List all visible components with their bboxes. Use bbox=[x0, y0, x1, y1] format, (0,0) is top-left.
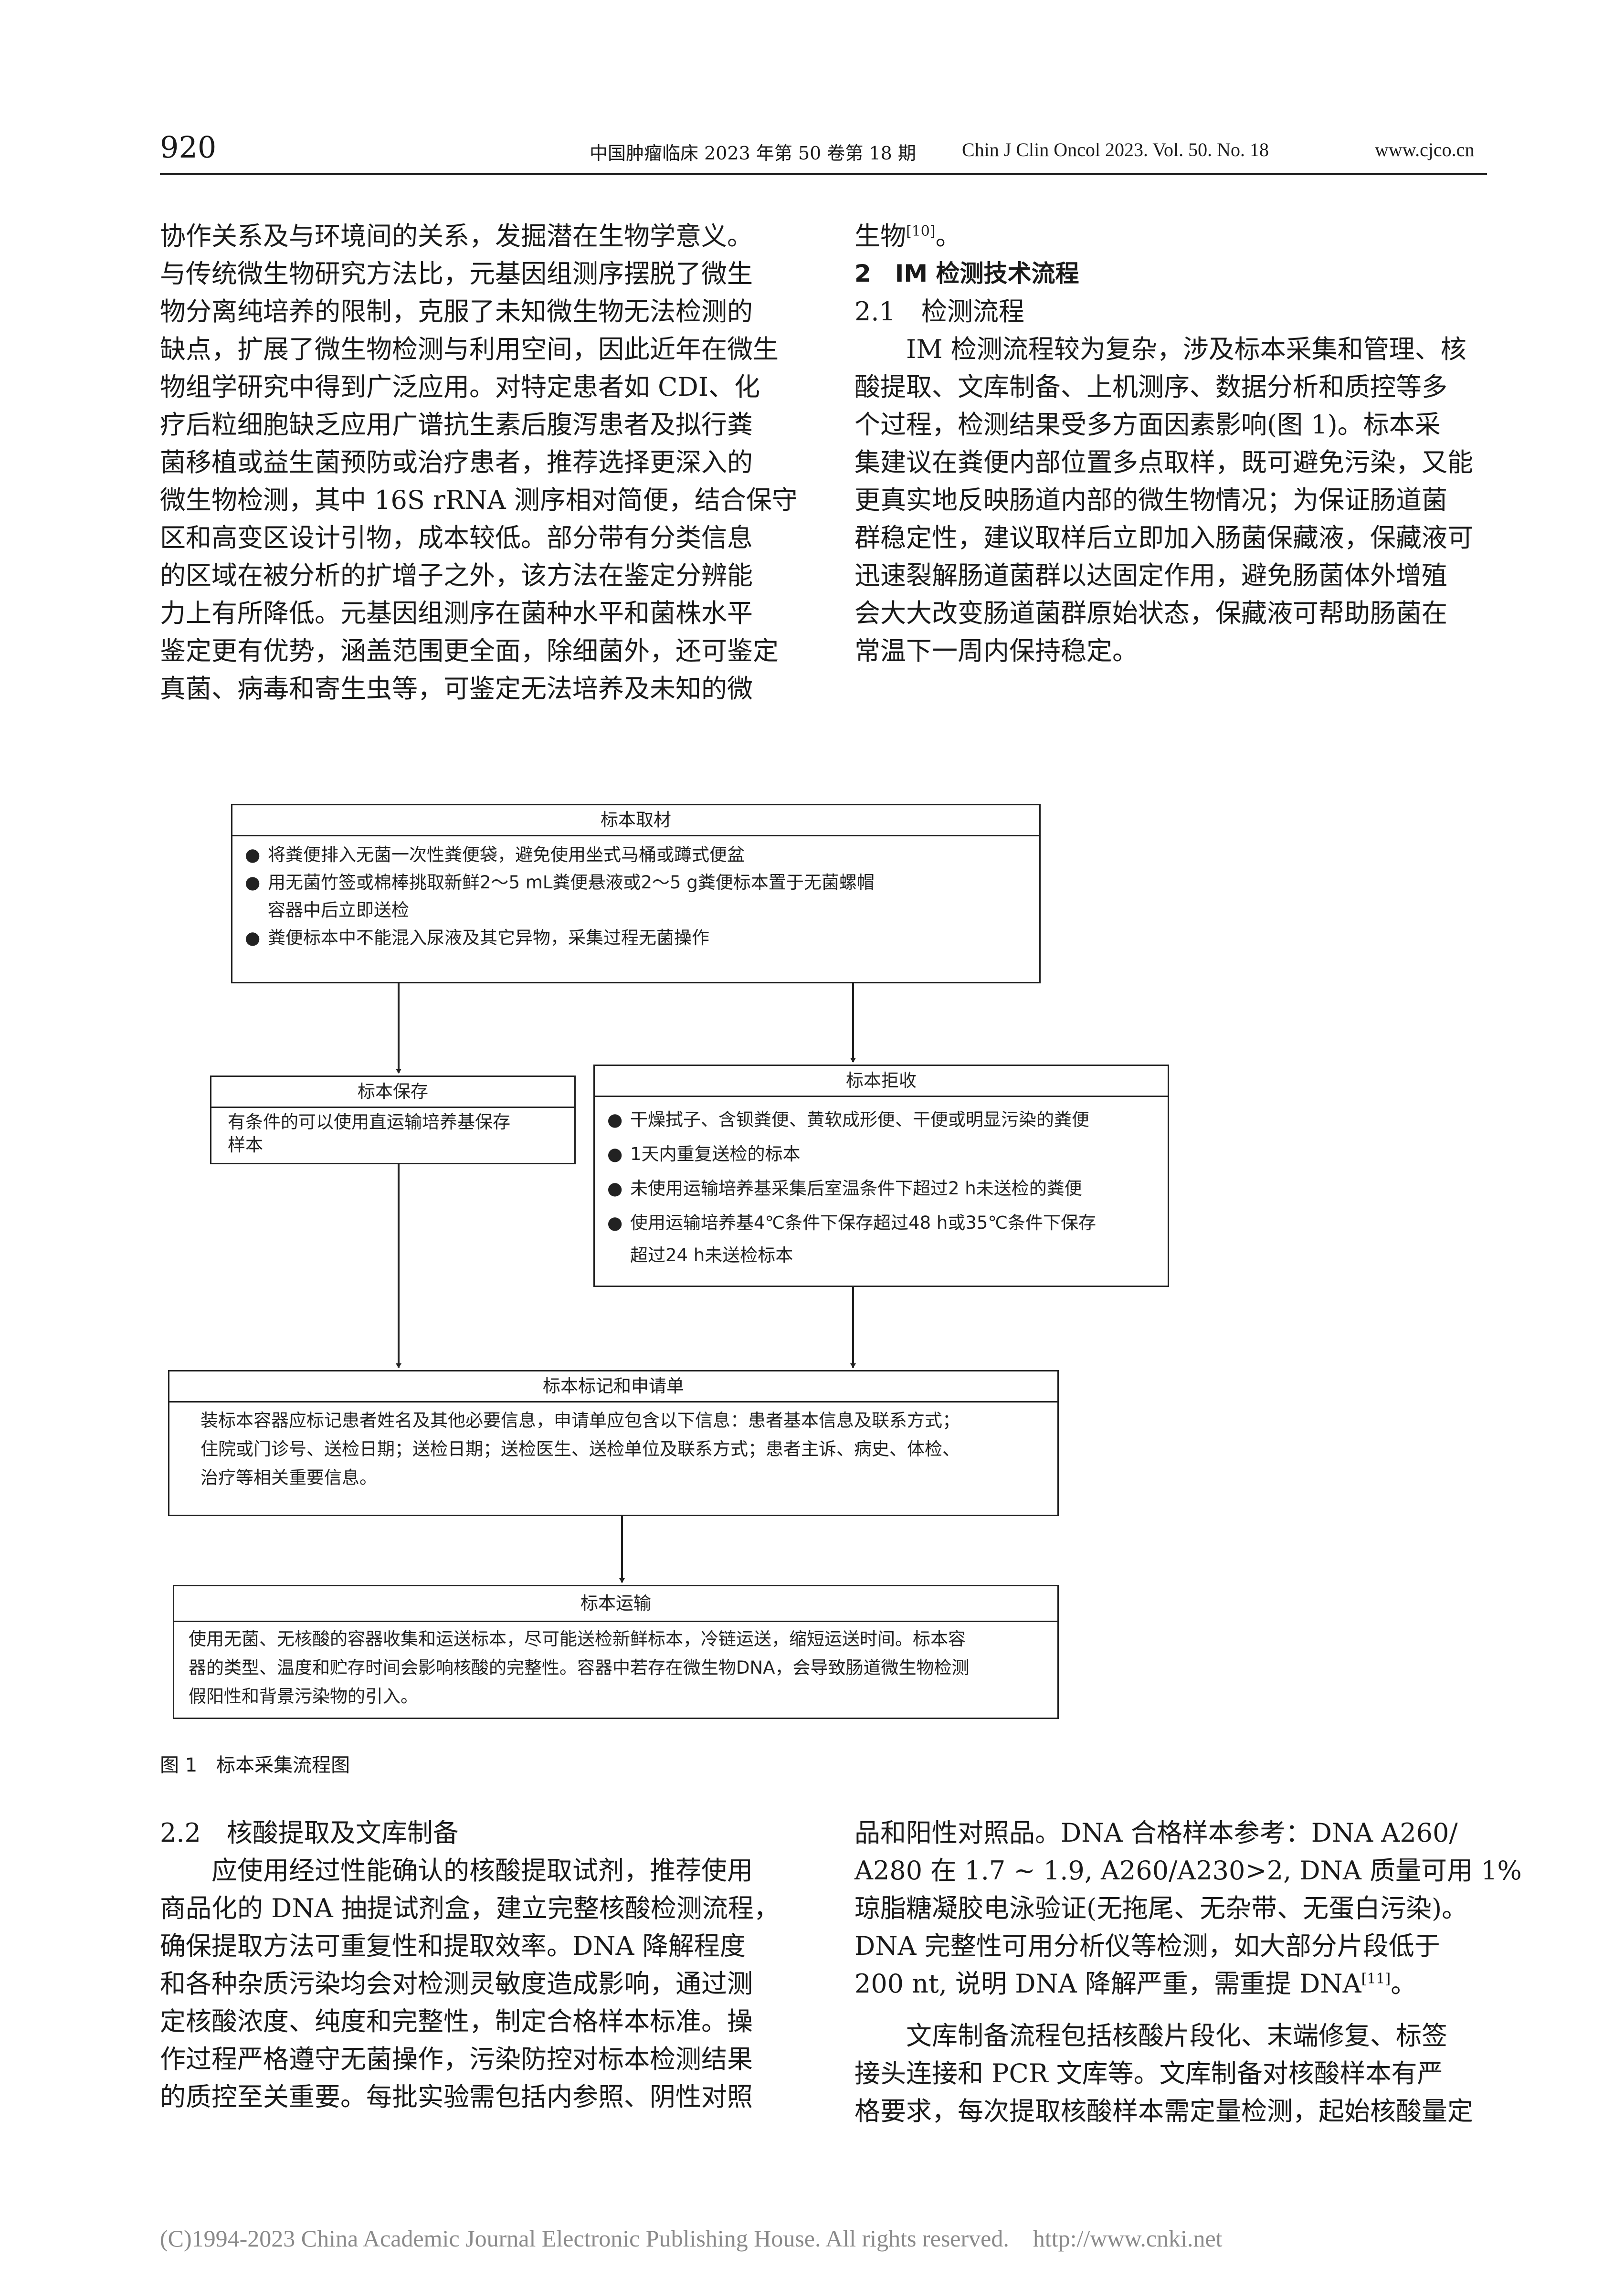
bottom-right-column: 品和阳性对照品。DNA 合格样本参考：DNA A260/ A280 在 1.7 … bbox=[854, 1814, 1522, 2130]
text-line: 区和高变区设计引物，成本较低。部分带有分类信息 bbox=[160, 523, 753, 553]
text-line: 格要求，每次提取核酸样本需定量检测，起始核酸量定 bbox=[854, 2096, 1473, 2126]
text-line: 酸提取、文库制备、上机测序、数据分析和质控等多 bbox=[854, 372, 1447, 402]
list-item: ● 粪便标本中不能混入尿液及其它异物，采集过程无菌操作 bbox=[232, 924, 1039, 952]
text-line: 迅速裂解肠道菌群以达固定作用，避免肠菌体外增殖 bbox=[854, 560, 1447, 591]
text-line: 协作关系及与环境间的关系，发掘潜在生物学意义。 bbox=[160, 221, 753, 251]
box-text-line: 器的类型、温度和贮存时间会影响核酸的完整性。容器中若存在微生物DNA，会导致肠道… bbox=[189, 1657, 970, 1678]
text-fragment: 生物 bbox=[854, 221, 906, 251]
item-text: 未使用运输培养基采集后室温条件下超过2 h未送检的粪便 bbox=[630, 1178, 1082, 1199]
text-fragment: 。 bbox=[1391, 1969, 1417, 1999]
text-line: 与传统微生物研究方法比，元基因组测序摆脱了微生 bbox=[160, 259, 753, 289]
bullet-icon: ● bbox=[245, 928, 261, 948]
text-line: 群稳定性，建议取样后立即加入肠菌保藏液，保藏液可 bbox=[854, 523, 1473, 553]
header-rule bbox=[160, 173, 1487, 175]
text-line: 琼脂糖凝胶电泳验证(无拖尾、无杂带、无蛋白污染)。 bbox=[854, 1893, 1468, 1923]
flow-box-storage: 标本保存 有条件的可以使用直运输培养基保存 样本 bbox=[210, 1076, 576, 1164]
text-line: 更真实地反映肠道内部的微生物情况；为保证肠道菌 bbox=[854, 485, 1447, 515]
list-item: ● 将粪便排入无菌一次性粪便袋，避免使用坐式马桶或蹲式便盆 bbox=[232, 841, 1039, 869]
box-title: 标本标记和申请单 bbox=[169, 1371, 1057, 1403]
box-title: 标本拒收 bbox=[595, 1066, 1168, 1097]
list-item: ● 使用运输培养基4℃条件下保存超过48 h或35℃条件下保存 bbox=[595, 1206, 1168, 1240]
text-line: 的区域在被分析的扩增子之外，该方法在鉴定分辨能 bbox=[160, 560, 753, 591]
list-item: ● 未使用运输培养基采集后室温条件下超过2 h未送检的粪便 bbox=[595, 1171, 1168, 1206]
text-line: 常温下一周内保持稳定。 bbox=[854, 636, 1138, 666]
item-text: 粪便标本中不能混入尿液及其它异物，采集过程无菌操作 bbox=[268, 928, 709, 948]
text-line: IM 检测流程较为复杂，涉及标本采集和管理、核 bbox=[906, 334, 1466, 364]
list-item: ● 用无菌竹签或棉棒挑取新鲜2～5 mL粪便悬液或2～5 g粪便标本置于无菌螺帽 bbox=[232, 869, 1039, 896]
text-line: 文库制备流程包括核酸片段化、末端修复、标签 bbox=[906, 2021, 1447, 2051]
item-text: 1天内重复送检的标本 bbox=[630, 1144, 801, 1164]
bullet-icon: ● bbox=[245, 844, 261, 865]
item-text: 使用运输培养基4℃条件下保存超过48 h或35℃条件下保存 bbox=[630, 1213, 1097, 1233]
item-text: 用无菌竹签或棉棒挑取新鲜2～5 mL粪便悬液或2～5 g粪便标本置于无菌螺帽 bbox=[268, 872, 875, 893]
flow-box-reject: 标本拒收 ● 干燥拭子、含钡粪便、黄软成形便、干便或明显污染的粪便 ● 1天内重复送… bbox=[593, 1065, 1169, 1287]
bullet-icon: ● bbox=[607, 1178, 623, 1199]
box-title: 标本取材 bbox=[232, 805, 1039, 836]
text-line: 物组学研究中得到广泛应用。对特定患者如 CDI、化 bbox=[160, 372, 760, 402]
box-text-line: 住院或门诊号、送检日期；送检日期；送检医生、送检单位及联系方式；患者主诉、病史、… bbox=[200, 1439, 960, 1459]
bullet-icon: ● bbox=[607, 1109, 623, 1130]
box-text-line: 装标本容器应标记患者姓名及其他必要信息，申请单应包含以下信息：患者基本信息及联系… bbox=[200, 1410, 960, 1431]
text-line: 接头连接和 PCR 文库等。文库制备对核酸样本有严 bbox=[854, 2058, 1443, 2088]
text-line: 力上有所降低。元基因组测序在菌种水平和菌株水平 bbox=[160, 598, 753, 628]
box-title: 标本运输 bbox=[174, 1586, 1057, 1622]
journal-url[interactable]: www.cjco.cn bbox=[1375, 139, 1475, 160]
top-right-column: 生物[10]。 2 IM 检测技术流程 2.1 检测流程 IM 检测流程较为复杂… bbox=[854, 217, 1489, 670]
list-item-continuation: 容器中后立即送检 bbox=[268, 900, 409, 920]
box-title: 标本保存 bbox=[211, 1077, 574, 1108]
flow-box-label: 标本标记和申请单 装标本容器应标记患者姓名及其他必要信息，申请单应包含以下信息：… bbox=[168, 1370, 1059, 1516]
page-number: 920 bbox=[160, 130, 217, 165]
text-line: 微生物检测，其中 16S rRNA 测序相对简便，结合保守 bbox=[160, 485, 798, 515]
text-line: 真菌、病毒和寄生虫等，可鉴定无法培养及未知的微 bbox=[160, 674, 753, 704]
section-heading: 2 IM 检测技术流程 bbox=[854, 260, 1079, 287]
bottom-left-column: 2.2 核酸提取及文库制备 应使用经过性能确认的核酸提取试剂，推荐使用 商品化的… bbox=[160, 1814, 804, 2116]
text-line: A280 在 1.7 ~ 1.9, A260/A230>2, DNA 质量可用 … bbox=[854, 1856, 1522, 1886]
box-text-line: 有条件的可以使用直运输培养基保存 bbox=[228, 1112, 510, 1132]
journal-title-cn: 中国肿瘤临床 2023 年第 50 卷第 18 期 bbox=[590, 143, 916, 164]
text-line: 会大大改变肠道菌群原始状态，保藏液可帮助肠菌在 bbox=[854, 598, 1447, 628]
text-line: 确保提取方法可重复性和提取效率。DNA 降解程度 bbox=[160, 1931, 746, 1961]
top-left-column: 协作关系及与环境间的关系，发掘潜在生物学意义。 与传统微生物研究方法比，元基因组… bbox=[160, 217, 804, 707]
text-line: 缺点，扩展了微生物检测与利用空间，因此近年在微生 bbox=[160, 334, 779, 364]
bullet-icon: ● bbox=[245, 872, 261, 893]
text-line: 疗后粒细胞缺乏应用广谱抗生素后腹泻患者及拟行粪 bbox=[160, 410, 753, 440]
subsection-heading: 2.2 核酸提取及文库制备 bbox=[160, 1818, 459, 1848]
list-item-continuation: 超过24 h未送检标本 bbox=[630, 1245, 793, 1266]
text-line: 和各种杂质污染均会对检测灵敏度造成影响，通过测 bbox=[160, 1969, 753, 1999]
text-line: 物分离纯培养的限制，克服了未知微生物无法检测的 bbox=[160, 296, 753, 327]
flow-box-sampling: 标本取材 ● 将粪便排入无菌一次性粪便袋，避免使用坐式马桶或蹲式便盆 ● 用无菌竹签… bbox=[231, 804, 1041, 983]
text-fragment: 200 nt, 说明 DNA 降解严重，需重提 DNA bbox=[854, 1969, 1361, 1999]
text-line: 作过程严格遵守无菌操作，污染防控对标本检测结果 bbox=[160, 2044, 753, 2074]
text-fragment: 。 bbox=[935, 221, 961, 251]
list-item: ● 1天内重复送检的标本 bbox=[595, 1137, 1168, 1171]
text-line: 生物[10]。 bbox=[854, 217, 1489, 255]
text-line: 定核酸浓度、纯度和完整性，制定合格样本标准。操 bbox=[160, 2006, 753, 2036]
text-line: 品和阳性对照品。DNA 合格样本参考：DNA A260/ bbox=[854, 1818, 1458, 1848]
text-line: 鉴定更有优势，涵盖范围更全面，除细菌外，还可鉴定 bbox=[160, 636, 779, 666]
citation-ref[interactable]: [10] bbox=[906, 223, 936, 240]
text-line: 集建议在粪便内部位置多点取样，既可避免污染，又能 bbox=[854, 447, 1473, 477]
text-line: 的质控至关重要。每批实验需包括内参照、阴性对照 bbox=[160, 2082, 753, 2112]
flow-box-transport: 标本运输 使用无菌、无核酸的容器收集和运送标本，尽可能送检新鲜标本，冷链运送，缩… bbox=[173, 1585, 1059, 1719]
item-text: 将粪便排入无菌一次性粪便袋，避免使用坐式马桶或蹲式便盆 bbox=[268, 844, 745, 865]
text-line: 商品化的 DNA 抽提试剂盒，建立完整核酸检测流程， bbox=[160, 1893, 780, 1923]
box-text-line: 样本 bbox=[228, 1135, 263, 1155]
text-line: DNA 完整性可用分析仪等检测，如大部分片段低于 bbox=[854, 1931, 1440, 1961]
box-text-line: 治疗等相关重要信息。 bbox=[200, 1467, 377, 1488]
text-line: 应使用经过性能确认的核酸提取试剂，推荐使用 bbox=[211, 1856, 753, 1886]
box-text-line: 假阳性和背景污染物的引入。 bbox=[189, 1686, 418, 1707]
box-text-line: 使用无菌、无核酸的容器收集和运送标本，尽可能送检新鲜标本，冷链运送，缩短运送时间… bbox=[189, 1629, 966, 1649]
subsection-heading: 2.1 检测流程 bbox=[854, 296, 1024, 327]
text-line: 个过程，检测结果受多方面因素影响(图 1)。标本采 bbox=[854, 410, 1441, 440]
list-item: ● 干燥拭子、含钡粪便、黄软成形便、干便或明显污染的粪便 bbox=[595, 1103, 1168, 1137]
journal-title-en: Chin J Clin Oncol 2023. Vol. 50. No. 18 bbox=[962, 139, 1269, 160]
citation-ref[interactable]: [11] bbox=[1361, 1971, 1391, 1987]
figure-caption: 图 1 标本采集流程图 bbox=[160, 1754, 350, 1776]
copyright-notice: (C)1994-2023 China Academic Journal Elec… bbox=[160, 2225, 1223, 2252]
bullet-icon: ● bbox=[607, 1213, 623, 1233]
text-line: 200 nt, 说明 DNA 降解严重，需重提 DNA[11]。 bbox=[854, 1965, 1489, 2003]
text-line: 菌移植或益生菌预防或治疗患者，推荐选择更深入的 bbox=[160, 447, 753, 477]
item-text: 干燥拭子、含钡粪便、黄软成形便、干便或明显污染的粪便 bbox=[630, 1109, 1089, 1130]
bullet-icon: ● bbox=[607, 1144, 623, 1164]
